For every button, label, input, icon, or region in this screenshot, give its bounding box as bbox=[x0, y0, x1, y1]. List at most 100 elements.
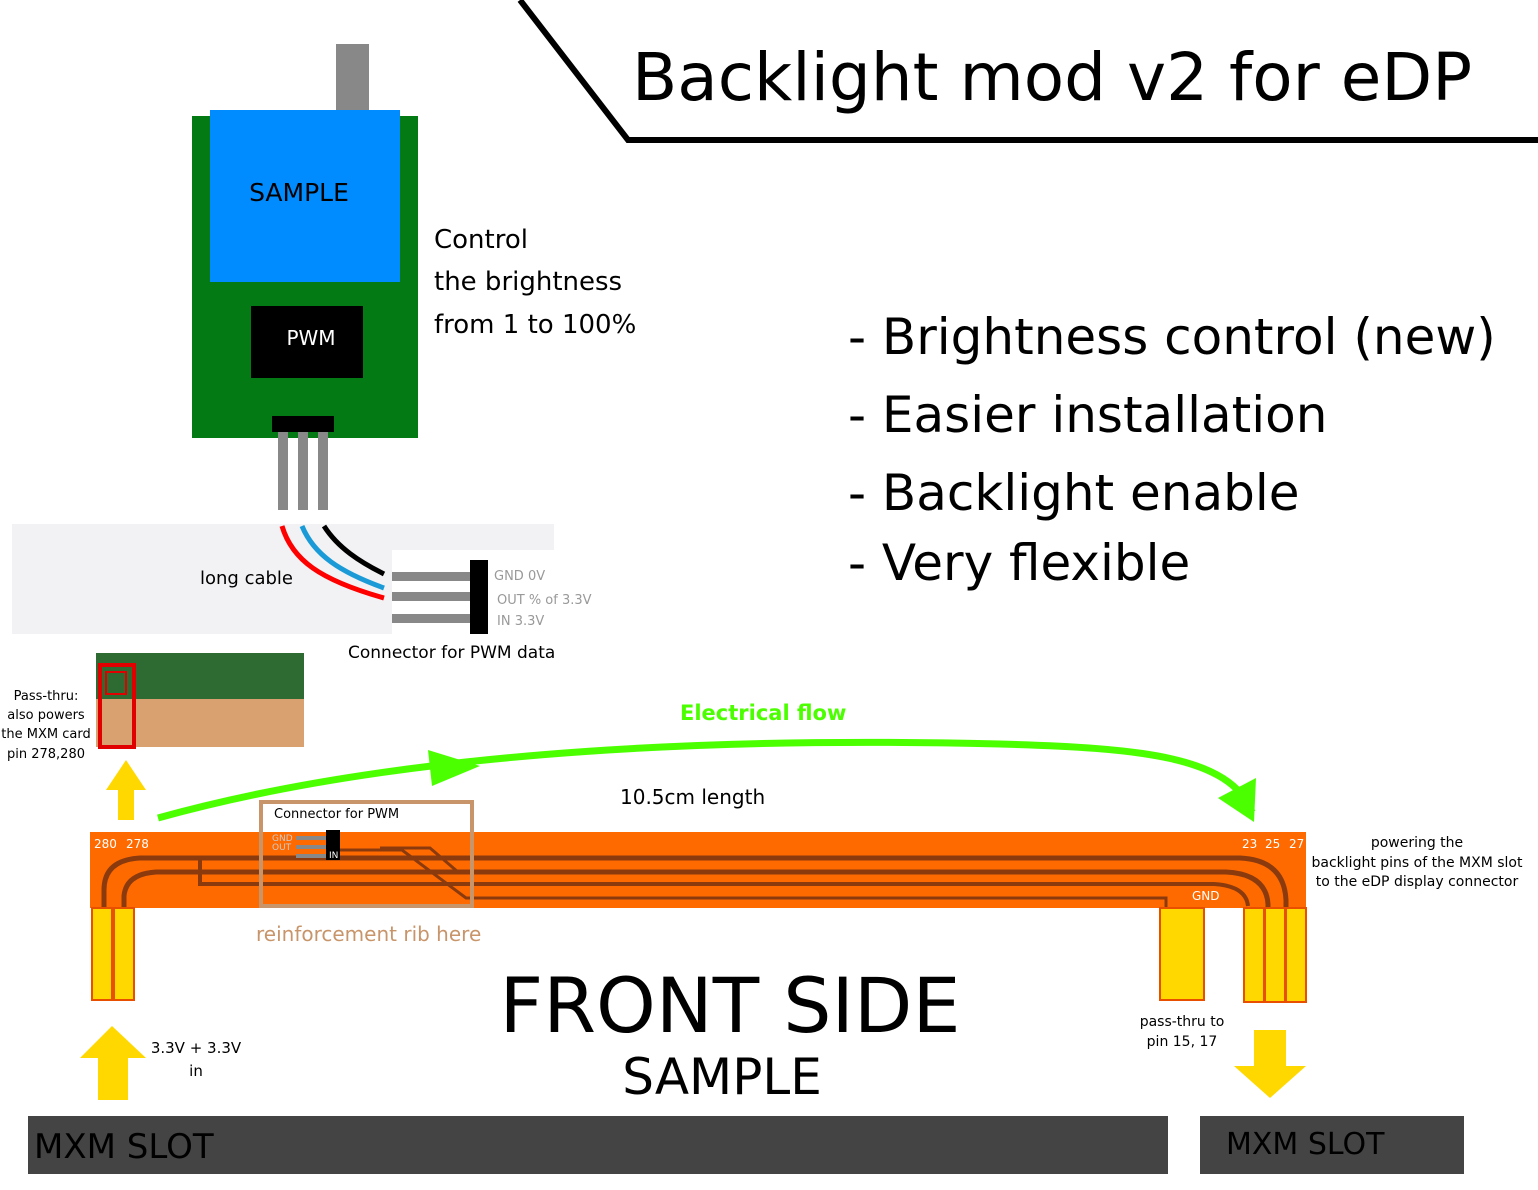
connector-pin bbox=[392, 614, 472, 623]
note-line: Pass-thru: bbox=[14, 689, 79, 704]
pwm-label: PWM bbox=[286, 326, 335, 350]
caption-line: the brightness bbox=[434, 267, 622, 297]
module-knob bbox=[336, 44, 369, 118]
mxm-slot-right bbox=[1200, 1116, 1464, 1174]
arrow-up-input bbox=[80, 1026, 146, 1100]
module-pin bbox=[298, 432, 308, 510]
mini-pin bbox=[296, 836, 328, 840]
front-side-label: FRONT SIDE bbox=[500, 961, 961, 1050]
title-underline bbox=[517, 0, 1538, 143]
wire-blue bbox=[299, 525, 385, 591]
mini-pin-label: OUT bbox=[272, 843, 292, 853]
feature-item: - Very flexible bbox=[848, 534, 1190, 592]
pin-label-gnd: GND 0V bbox=[494, 569, 545, 584]
pin-number-right: 25 bbox=[1265, 837, 1280, 851]
gold-pad bbox=[1264, 907, 1286, 1003]
title-banner: Backlight mod v2 for eDP bbox=[517, 0, 1538, 143]
pin-number-left: 278 bbox=[126, 837, 149, 851]
input-line: 3.3V + 3.3V bbox=[151, 1039, 242, 1057]
arrow-down-output bbox=[1234, 1030, 1306, 1098]
mini-pin bbox=[296, 854, 328, 858]
cable-panel: GND 0V OUT % of 3.3V IN 3.3V long cable … bbox=[12, 524, 602, 663]
gold-pad bbox=[1285, 907, 1307, 1003]
gnd-label: GND bbox=[1192, 889, 1220, 903]
board-pwm-connector: Connector for PWM GND OUT IN reinforceme… bbox=[256, 800, 481, 946]
flow-arrowhead-mid bbox=[428, 750, 480, 786]
gold-pad bbox=[91, 907, 113, 1001]
module-pin bbox=[318, 432, 328, 510]
passthru-line: pass-thru to bbox=[1140, 1014, 1225, 1030]
connector-label-bg bbox=[262, 803, 472, 831]
board-trace bbox=[121, 869, 1271, 908]
pin-number-right: 23 bbox=[1242, 837, 1257, 851]
page-title: Backlight mod v2 for eDP bbox=[632, 39, 1472, 116]
pin-label-in: IN 3.3V bbox=[497, 614, 544, 629]
note-line: pin 278,280 bbox=[7, 747, 85, 762]
photo-gold-fingers bbox=[96, 699, 304, 747]
length-label: 10.5cm length bbox=[620, 785, 765, 809]
board-trace bbox=[380, 846, 459, 874]
connector-pin bbox=[392, 592, 472, 601]
photo-highlight-inner bbox=[105, 671, 127, 695]
caption-line: Control bbox=[434, 225, 528, 255]
gold-pad bbox=[1243, 907, 1265, 1003]
pin-number-right: 27 bbox=[1289, 837, 1304, 851]
passthru-left-note: Pass-thru: also powers the MXM card pin … bbox=[1, 689, 90, 762]
wire-black bbox=[321, 524, 386, 577]
mini-pin bbox=[296, 845, 328, 849]
wire-red bbox=[279, 525, 385, 601]
mini-pin-label: IN bbox=[329, 851, 338, 861]
passthru-right-note: pass-thru to pin 15, 17 bbox=[1140, 1014, 1225, 1050]
photo-highlight bbox=[98, 663, 136, 749]
pin-number-left: 280 bbox=[94, 837, 117, 851]
mxm-slot-left-label: MXM SLOT bbox=[34, 1127, 214, 1167]
mxm-slot-right-label: MXM SLOT bbox=[1226, 1127, 1385, 1162]
long-cable-label: long cable bbox=[200, 568, 293, 589]
photo-pcb-top bbox=[96, 653, 304, 699]
caption-line: from 1 to 100% bbox=[434, 310, 636, 340]
module-pin bbox=[278, 432, 288, 510]
note-line: to the eDP display connector bbox=[1316, 874, 1519, 890]
gold-pad bbox=[1159, 907, 1205, 1001]
pwm-chip bbox=[251, 306, 363, 378]
module-header bbox=[272, 416, 334, 432]
sample-label: SAMPLE bbox=[249, 178, 349, 207]
note-line: backlight pins of the MXM slot bbox=[1312, 855, 1523, 871]
note-line: also powers bbox=[7, 708, 85, 723]
gold-pad bbox=[113, 907, 135, 1001]
board-trace bbox=[101, 855, 1289, 908]
input-note: 3.3V + 3.3V in bbox=[151, 1039, 242, 1080]
gold-pads bbox=[91, 907, 1307, 1003]
passthru-photo bbox=[96, 653, 304, 749]
pin-label-out: OUT % of 3.3V bbox=[497, 593, 592, 608]
connector-caption: Connector for PWM data bbox=[348, 643, 555, 663]
connector-pin bbox=[392, 572, 472, 581]
input-line: in bbox=[189, 1062, 203, 1080]
flow-label: Electrical flow bbox=[680, 701, 846, 725]
feature-item: - Backlight enable bbox=[848, 464, 1300, 522]
passthru-line: pin 15, 17 bbox=[1147, 1034, 1218, 1050]
note-line: powering the bbox=[1371, 835, 1463, 851]
adapter-board: 280 278 23 25 27 GND bbox=[90, 832, 1306, 908]
board-connector-label: Connector for PWM bbox=[274, 807, 399, 822]
pwm-module: SAMPLE PWM bbox=[192, 44, 418, 510]
mxm-slot-left bbox=[28, 1116, 1168, 1174]
feature-item: - Brightness control (new) bbox=[848, 308, 1496, 366]
module-caption: Control the brightness from 1 to 100% bbox=[434, 225, 636, 340]
sample-watermark: SAMPLE bbox=[622, 1048, 822, 1106]
board-trace bbox=[198, 856, 1250, 907]
sample-sticker bbox=[210, 110, 400, 282]
note-line: the MXM card bbox=[1, 727, 90, 742]
board-trace bbox=[340, 848, 1168, 908]
flow-path bbox=[157, 738, 1256, 822]
right-board-note: powering the backlight pins of the MXM s… bbox=[1312, 835, 1523, 890]
feature-list: - Brightness control (new) - Easier inst… bbox=[848, 308, 1496, 592]
pwm-data-connector bbox=[470, 560, 488, 634]
feature-item: - Easier installation bbox=[848, 386, 1327, 444]
flow-arrowhead-end bbox=[1218, 778, 1256, 822]
reinforcement-rib bbox=[259, 800, 474, 908]
mini-connector bbox=[326, 830, 340, 860]
mini-pin-label: GND bbox=[272, 834, 293, 844]
